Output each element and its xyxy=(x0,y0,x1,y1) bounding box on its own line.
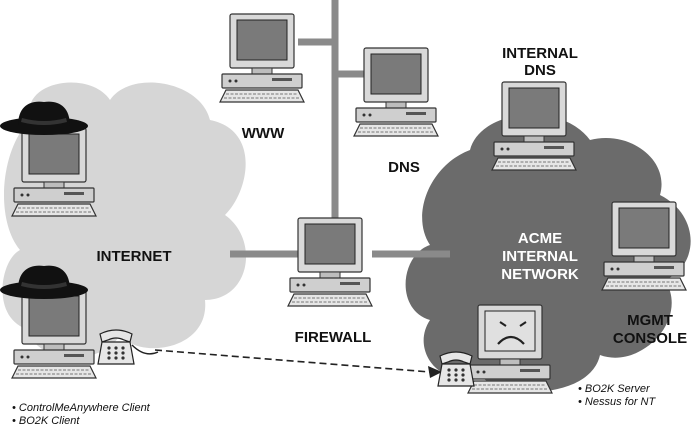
acme-network-label: ACME xyxy=(518,230,562,247)
arrow-icon xyxy=(428,366,442,378)
www-label: WWW xyxy=(242,125,285,142)
computer-icon xyxy=(219,13,305,103)
acme-network-label: NETWORK xyxy=(501,266,579,283)
client-note: • BO2K Client xyxy=(12,415,80,427)
server-note: • Nessus for NT xyxy=(578,396,656,408)
internet-label: INTERNET xyxy=(97,248,172,265)
internal-dns-label: INTERNAL xyxy=(502,45,578,62)
client-note: • ControlMeAnywhere Client xyxy=(12,402,151,414)
internal-dns-label: DNS xyxy=(524,62,556,79)
computer-icon xyxy=(11,289,97,379)
acme-network-label: INTERNAL xyxy=(502,248,578,265)
telephone-icon xyxy=(437,351,475,387)
dialup-connection xyxy=(154,349,431,373)
acme-cloud xyxy=(405,114,691,392)
dns-label: DNS xyxy=(388,159,420,176)
computer-icon xyxy=(287,217,373,307)
mgmt-console-label: MGMT xyxy=(627,312,673,329)
computer-icon xyxy=(353,47,439,137)
server-note: • BO2K Server xyxy=(578,383,651,395)
frown-face-icon xyxy=(484,310,536,352)
phone-cord xyxy=(131,344,159,355)
telephone-icon xyxy=(97,329,135,365)
firewall-label: FIREWALL xyxy=(295,329,372,346)
mgmt-console-label: CONSOLE xyxy=(613,330,687,347)
